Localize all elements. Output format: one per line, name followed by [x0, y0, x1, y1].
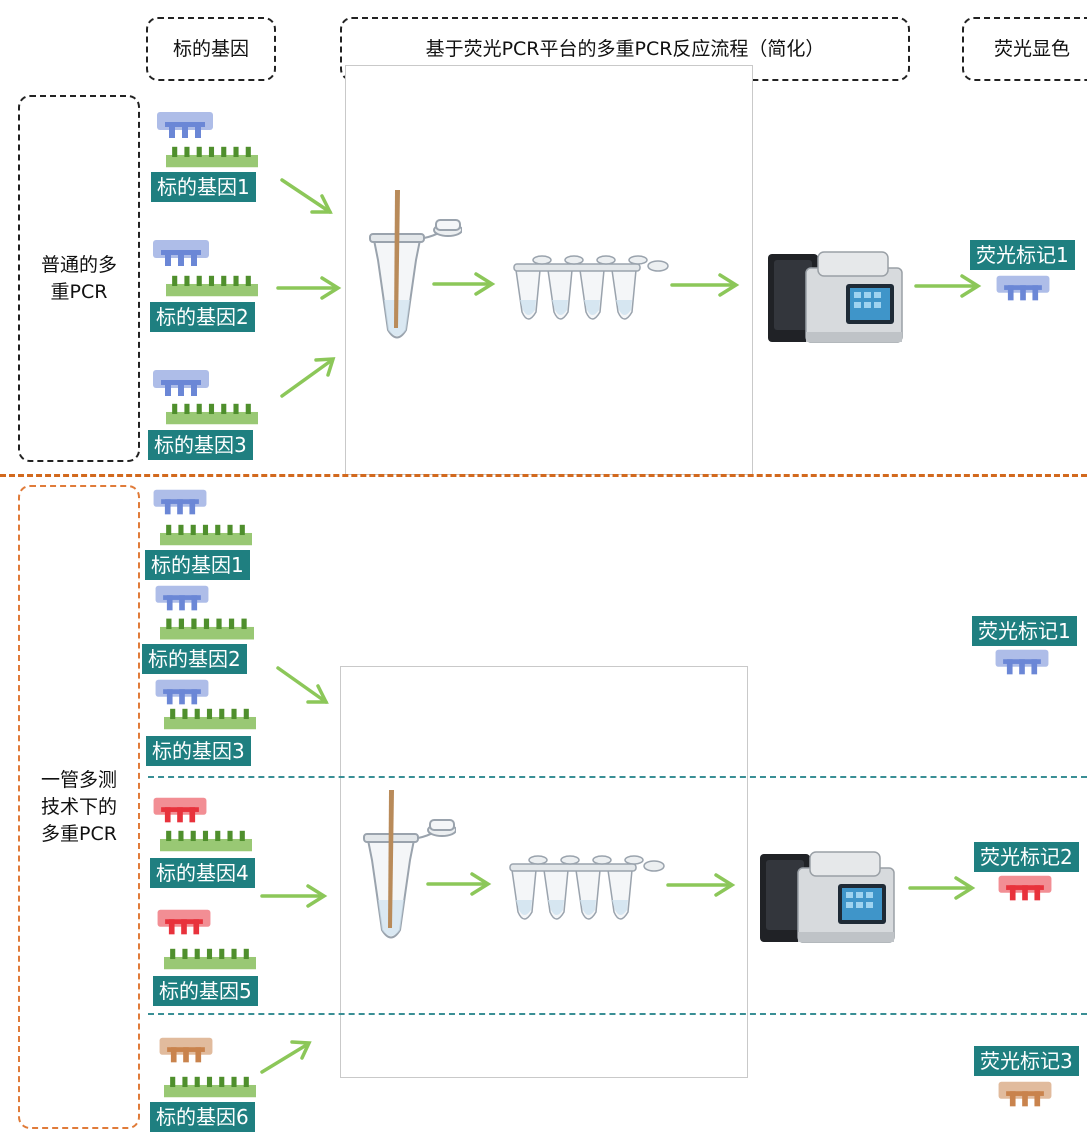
pcr-machine-icon	[766, 246, 906, 346]
arrow-head-icon	[306, 684, 329, 704]
probe-icon	[150, 676, 214, 710]
pcr-tube-icon	[362, 190, 462, 350]
arrow-head-icon	[960, 274, 982, 298]
header-target-gene-text: 标的基因	[172, 37, 249, 60]
header-target-gene: 标的基因	[146, 17, 276, 81]
probe-icon	[150, 906, 218, 940]
arrow-icon	[280, 358, 334, 398]
arrow-head-icon	[314, 357, 336, 377]
group-divider-2	[148, 1013, 1087, 1015]
row-label-single-tube: 一管多测 技术下的 多重PCR	[18, 485, 140, 1129]
arrow-head-icon	[320, 276, 342, 300]
target-gene-label: 标的基因2	[150, 302, 255, 332]
header-process-text: 基于荧光PCR平台的多重PCR反应流程（简化）	[425, 37, 825, 60]
probe-icon	[150, 236, 212, 272]
target-gene-label: 标的基因4	[150, 858, 255, 888]
target-gene-label: 标的基因5	[153, 976, 258, 1006]
fluorescence-marker-label: 荧光标记1	[972, 616, 1077, 646]
probe-icon	[146, 794, 214, 828]
target-gene-label: 标的基因1	[151, 172, 256, 202]
header-fluorescence-text: 荧光显色	[993, 37, 1070, 60]
probe-icon	[154, 108, 216, 144]
arrow-icon	[276, 666, 328, 704]
probe-icon	[990, 272, 1056, 306]
group-divider-1	[148, 776, 1087, 778]
arrow-head-icon	[954, 876, 976, 900]
section-divider	[0, 474, 1087, 477]
target-gene-label: 标的基因2	[142, 644, 247, 674]
row-label-conventional: 普通的多 重PCR	[18, 95, 140, 462]
arrow-head-icon	[306, 884, 328, 908]
dna-strand-icon	[166, 144, 258, 168]
fluorescence-marker-label: 荧光标记1	[970, 240, 1075, 270]
dna-strand-icon	[164, 1074, 256, 1098]
pcr-machine-icon	[758, 846, 898, 946]
probe-icon	[990, 872, 1060, 906]
target-gene-label: 标的基因3	[148, 430, 253, 460]
target-gene-label: 标的基因1	[145, 550, 250, 580]
row-label-conventional-text: 普通的多 重PCR	[40, 253, 117, 303]
dna-strand-icon	[160, 522, 252, 546]
fluorescence-marker-label: 荧光标记3	[974, 1046, 1079, 1076]
row-label-single-tube-text: 一管多测 技术下的 多重PCR	[40, 768, 117, 845]
probe-icon	[990, 1078, 1060, 1112]
pcr-strip-tubes-icon	[512, 252, 672, 332]
probe-icon	[148, 486, 212, 520]
dna-strand-icon	[160, 828, 252, 852]
target-gene-label: 标的基因3	[146, 736, 251, 766]
dna-strand-icon	[164, 706, 256, 730]
arrow-icon	[260, 1042, 310, 1074]
dna-strand-icon	[166, 401, 258, 425]
arrow-icon	[280, 178, 332, 214]
probe-icon	[148, 366, 214, 402]
probe-icon	[152, 1034, 220, 1068]
pcr-strip-tubes-icon	[508, 852, 668, 932]
target-gene-label: 标的基因6	[150, 1102, 255, 1132]
header-fluorescence: 荧光显色	[962, 17, 1087, 81]
probe-icon	[150, 582, 214, 616]
arrow-head-icon	[310, 194, 333, 214]
pcr-tube-icon	[356, 790, 456, 950]
dna-strand-icon	[160, 616, 254, 640]
dna-strand-icon	[166, 273, 258, 297]
dna-strand-icon	[164, 946, 256, 970]
probe-icon	[986, 646, 1058, 680]
fluorescence-marker-label: 荧光标记2	[974, 842, 1079, 872]
arrow-head-icon	[290, 1040, 312, 1060]
